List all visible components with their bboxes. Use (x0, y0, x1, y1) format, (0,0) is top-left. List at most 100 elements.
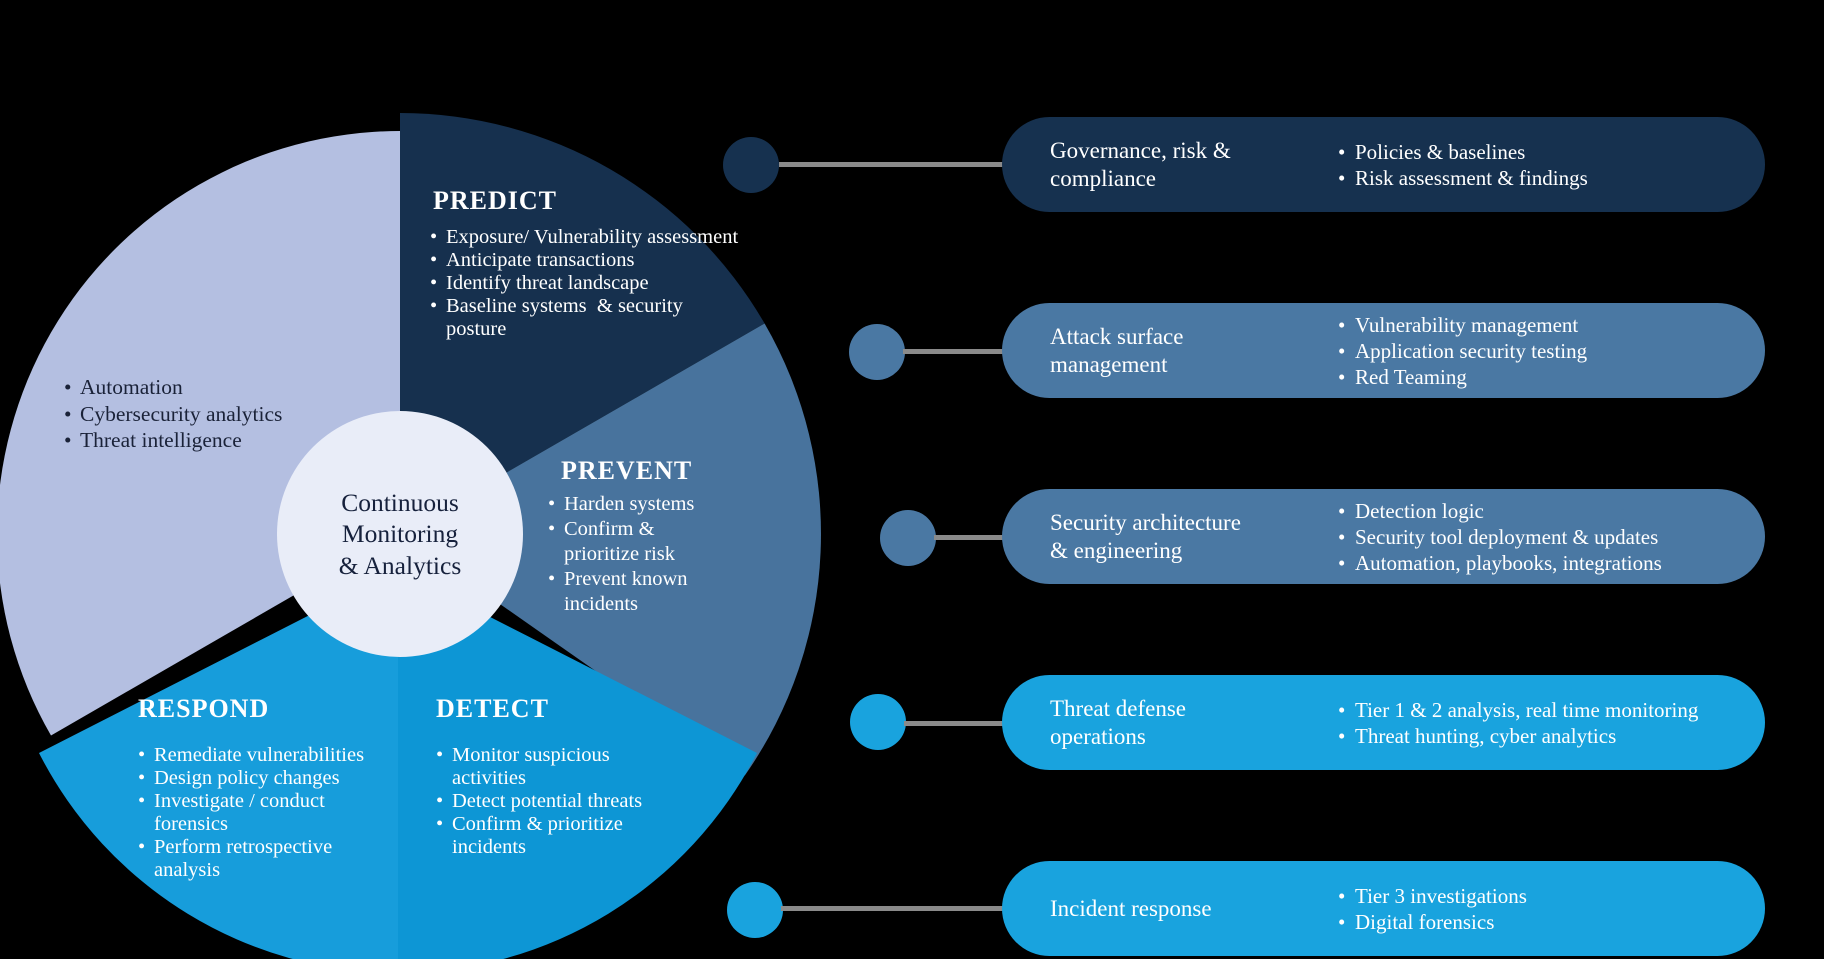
bullet-glyph: • (548, 518, 556, 540)
bullet-glyph: • (1338, 139, 1346, 164)
bullet-item: • Digital forensics (1338, 909, 1708, 935)
bullet-item: •Cybersecurity analytics (64, 401, 364, 428)
bullet-glyph: • (1338, 723, 1346, 748)
attack-surface-pill-label: Attack surface management (1050, 323, 1184, 377)
bullet-text: Red Teaming (1355, 364, 1467, 389)
bullet-text: Policies & baselines (1355, 139, 1526, 164)
attack-surface-pill: Attack surface management •Vulnerability… (1002, 303, 1765, 398)
threat-defense-pill-label: Threat defense operations (1050, 695, 1187, 749)
incident-response-pill-bullets: • Tier 3 investigations • Digital forensics (1338, 883, 1708, 935)
bullet-text: Perform retrospective analysis (154, 836, 338, 881)
threat-defense-connector-dot (850, 694, 906, 750)
bullet-item: • Tier 3 investigations (1338, 883, 1708, 909)
respond-wedge (39, 570, 398, 959)
bullet-item: • Tier 1 & 2 analysis, real time monitori… (1338, 697, 1708, 723)
bullet-glyph: • (1338, 498, 1346, 523)
bullet-item: • Application security testing (1338, 338, 1708, 364)
bullet-glyph: • (436, 744, 444, 766)
bullet-item: •Automation (64, 374, 364, 401)
bullet-glyph: • (64, 428, 72, 452)
monitoring-bullet-list: •Automation•Cybersecurity analytics• Thre… (64, 374, 364, 454)
predict-wedge (400, 113, 765, 534)
incident-response-pill: Incident response • Tier 3 investigations… (1002, 861, 1765, 956)
attack-surface-connector-dot (849, 324, 905, 380)
bullet-text: Monitor suspicious activities (452, 744, 615, 789)
detect-bullet-list: •Monitor suspicious activities•Detect po… (436, 744, 648, 859)
bullet-glyph: • (138, 836, 146, 858)
bullet-text: Automation (80, 375, 183, 399)
predict-bullet-list: • Exposure/ Vulnerability assessment • Anti… (430, 226, 748, 341)
bullet-glyph: • (138, 767, 146, 789)
bullet-glyph: • (430, 249, 438, 271)
respond-bullet-list: •Remediate vulnerabilities•Design policy… (138, 744, 394, 882)
bullet-glyph: • (436, 813, 444, 835)
bullet-text: Prevent known incidents (564, 568, 693, 615)
bullet-item: • Threat hunting, cyber analytics (1338, 723, 1708, 749)
bullet-text: Design policy changes (154, 767, 340, 789)
bullet-text: Tier 3 investigations (1355, 883, 1527, 908)
bullet-item: •Vulnerability management (1338, 312, 1708, 338)
bullet-item: • Risk assessment & findings (1338, 165, 1708, 191)
bullet-glyph: • (1338, 364, 1346, 389)
security-architecture-connector-dot (880, 510, 936, 566)
bullet-text: Risk assessment & findings (1355, 165, 1588, 190)
bullet-glyph: • (1338, 883, 1346, 908)
bullet-item: • Anticipate transactions (430, 249, 748, 272)
prevent-bullet-list: • Harden systems • Confirm & prioritize ris… (548, 492, 716, 617)
incident-response-pill-label: Incident response (1050, 895, 1212, 921)
bullet-text: Harden systems (564, 493, 695, 515)
attack-surface-connector-line (903, 349, 1004, 354)
governance-pill-label: Governance, risk & compliance (1050, 137, 1231, 191)
bullet-text: Automation, playbooks, integrations (1355, 550, 1662, 575)
security-architecture-pill: Security architecture & engineering •Det… (1002, 489, 1765, 584)
bullet-glyph: • (430, 295, 438, 317)
bullet-item: • Perform retrospective analysis (138, 836, 394, 882)
bullet-item: • Security tool deployment & updates (1338, 524, 1708, 550)
center-hub-circle: Continuous Monitoring & Analytics (277, 411, 523, 657)
bullet-text: Threat intelligence (80, 428, 242, 452)
bullet-glyph: • (1338, 697, 1346, 722)
incident-response-connector-dot (727, 882, 783, 938)
bullet-text: Confirm & prioritize incidents (452, 813, 628, 858)
governance-connector-line (779, 162, 1004, 167)
security-architecture-pill-bullets: •Detection logic•Security tool deploymen… (1338, 498, 1708, 576)
respond-heading: RESPOND (138, 694, 270, 723)
bullet-glyph: • (1338, 524, 1346, 549)
bullet-text: Confirm & prioritize risk (564, 518, 676, 565)
bullet-glyph: • (1338, 165, 1346, 190)
bullet-text: Exposure/ Vulnerability assessment (446, 226, 739, 248)
governance-pill-bullets: • Policies & baselines • Risk assessment & … (1338, 139, 1708, 191)
detect-heading: DETECT (436, 694, 549, 723)
bullet-text: Anticipate transactions (446, 249, 635, 271)
bullet-item: • Design policy changes (138, 767, 394, 790)
bullet-text: Investigate / conduct forensics (154, 790, 330, 835)
center-hub-label: Continuous Monitoring & Analytics (338, 487, 462, 580)
bullet-glyph: • (430, 226, 438, 248)
threat-defense-connector-line (904, 721, 1004, 726)
detect-wedge (398, 570, 757, 959)
bullet-text: Digital forensics (1355, 909, 1495, 934)
bullet-glyph: • (1338, 550, 1346, 575)
bullet-item: • Automation, playbooks, integrations (1338, 550, 1708, 576)
bullet-item: • Monitor suspicious activities (436, 744, 648, 790)
incident-response-connector-line (781, 906, 1004, 911)
bullet-text: Application security testing (1355, 338, 1588, 363)
bullet-glyph: • (1338, 909, 1346, 934)
bullet-glyph: • (1338, 312, 1346, 337)
bullet-item: •Remediate vulnerabilities (138, 744, 394, 767)
bullet-item: • Threat intelligence (64, 427, 364, 454)
bullet-glyph: • (430, 272, 438, 294)
bullet-item: • Policies & baselines (1338, 139, 1708, 165)
bullet-glyph: • (548, 568, 556, 590)
governance-connector-dot (723, 137, 779, 193)
bullet-text: Security tool deployment & updates (1355, 524, 1659, 549)
bullet-item: •Baseline systems & security posture (430, 295, 748, 341)
prevent-wedge (400, 323, 821, 776)
security-architecture-pill-label: Security architecture & engineering (1050, 509, 1241, 563)
bullet-item: • Red Teaming (1338, 364, 1708, 390)
bullet-text: Tier 1 & 2 analysis, real time monitorin… (1355, 697, 1699, 722)
bullet-glyph: • (1338, 338, 1346, 363)
predict-heading: PREDICT (433, 186, 558, 215)
bullet-text: Threat hunting, cyber analytics (1355, 723, 1617, 748)
